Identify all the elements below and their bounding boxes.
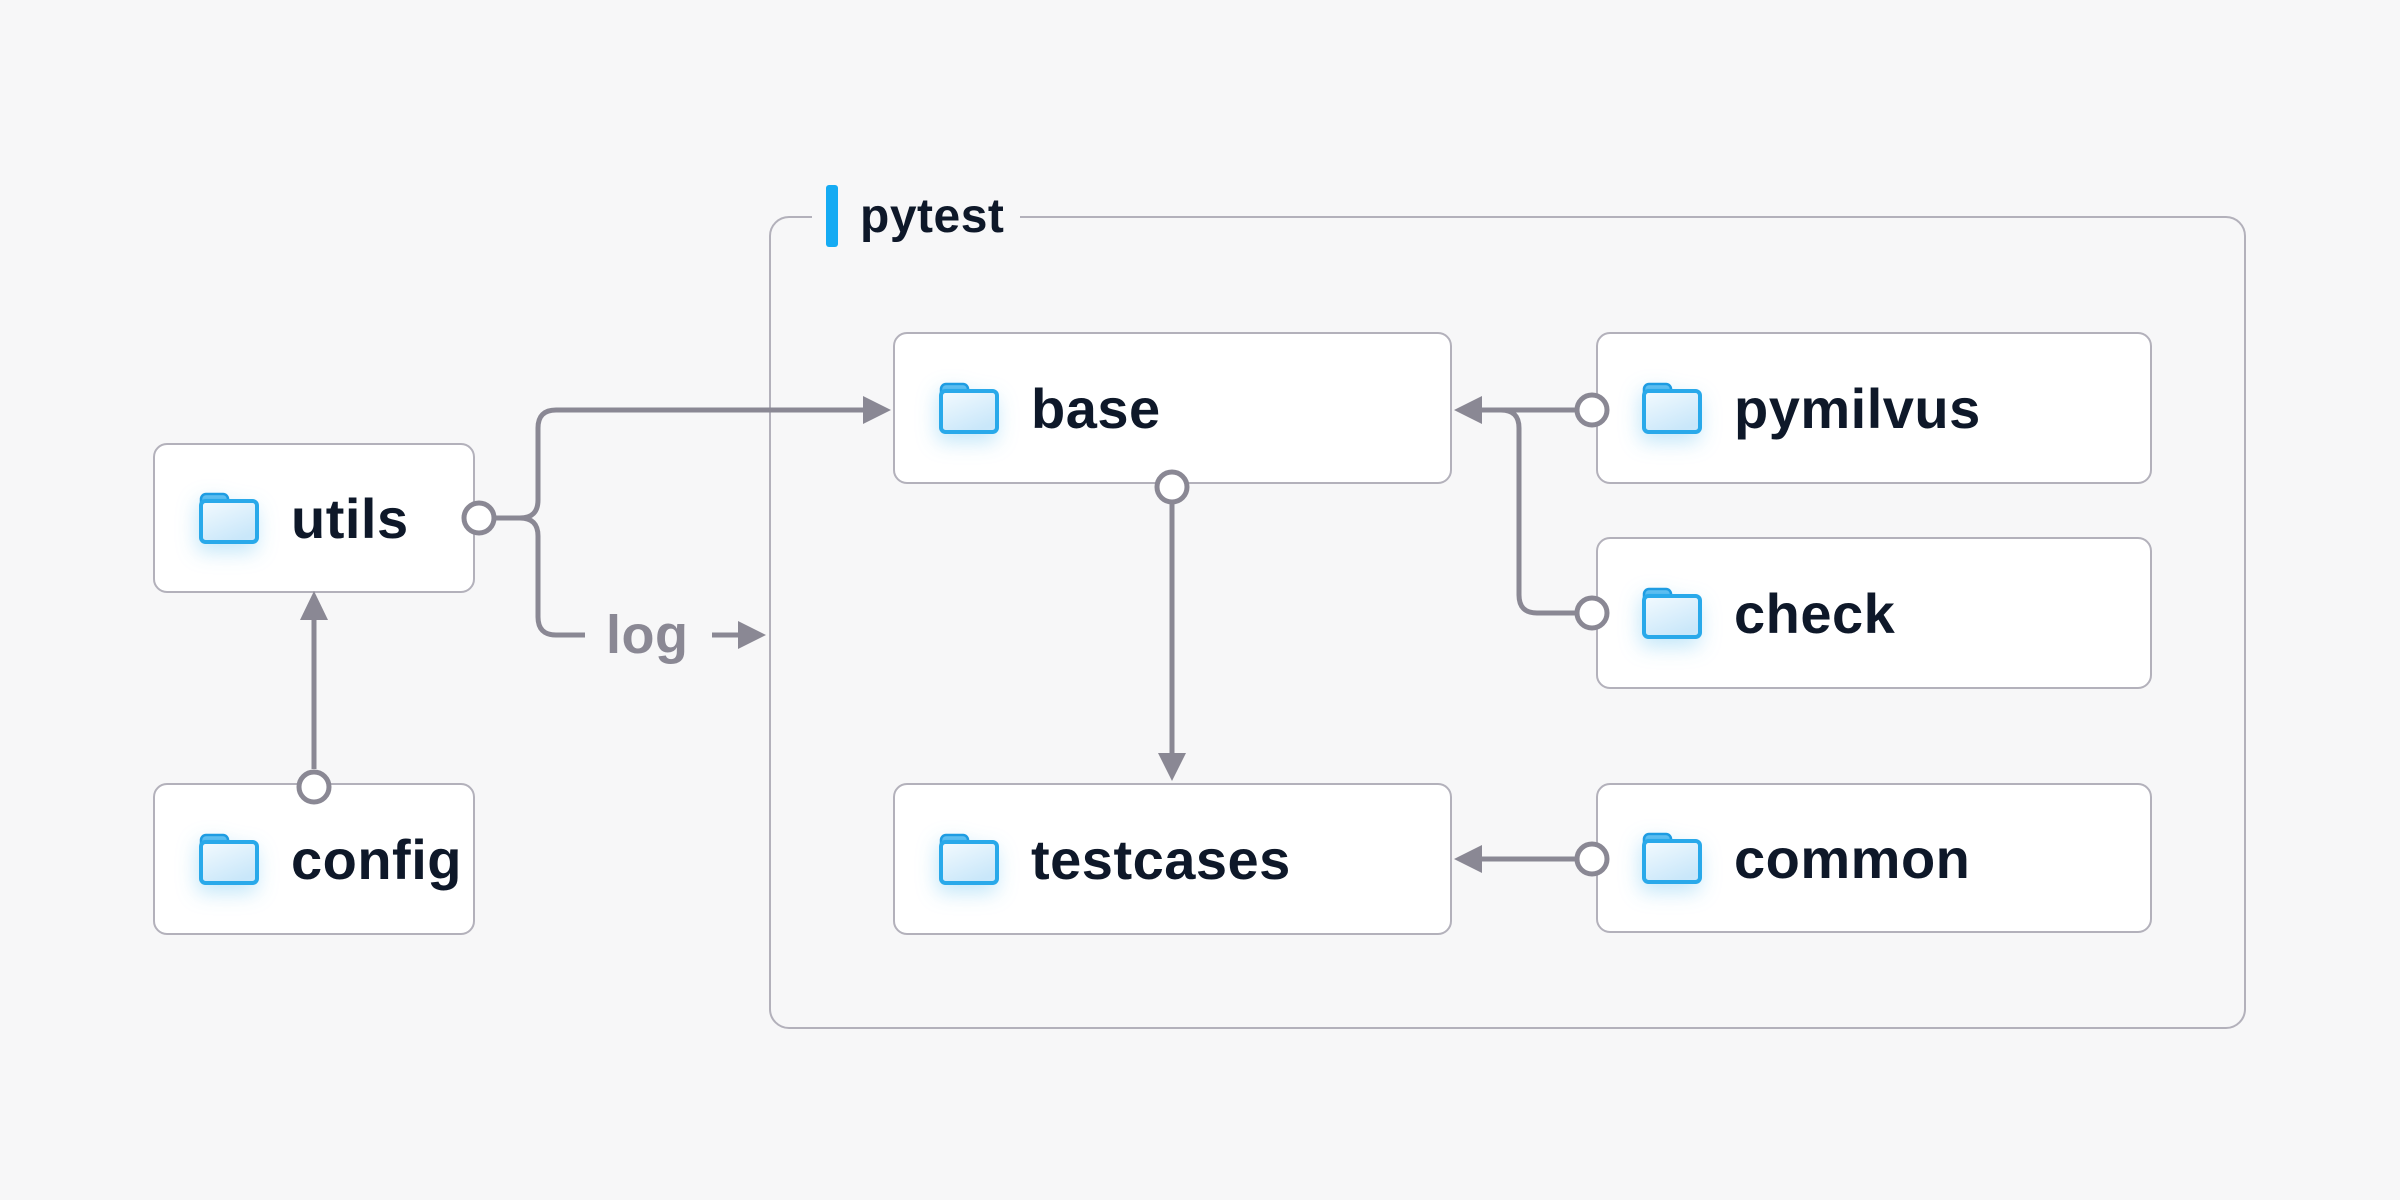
arrowhead-into-utils <box>300 591 328 620</box>
node-config: config <box>153 783 475 935</box>
node-base: base <box>893 332 1452 484</box>
folder-icon <box>937 381 1001 435</box>
arrowhead-log <box>738 621 766 649</box>
node-pymilvus: pymilvus <box>1596 332 2152 484</box>
pytest-group <box>769 216 2246 1029</box>
pytest-group-label: pytest <box>812 184 1021 248</box>
node-utils: utils <box>153 443 475 593</box>
folder-icon <box>1640 381 1704 435</box>
node-label: pymilvus <box>1734 376 1981 440</box>
pytest-group-title: pytest <box>860 189 1005 243</box>
node-common: common <box>1596 783 2152 933</box>
folder-icon <box>197 491 261 545</box>
node-label: utils <box>291 486 409 550</box>
node-label: common <box>1734 826 1971 890</box>
folder-icon <box>197 832 261 886</box>
node-label: base <box>1031 376 1161 440</box>
accent-bar <box>826 185 838 247</box>
edge-utils-log <box>519 515 585 638</box>
node-check: check <box>1596 537 2152 689</box>
folder-icon <box>937 832 1001 886</box>
node-label: testcases <box>1031 827 1291 891</box>
node-testcases: testcases <box>893 783 1452 935</box>
folder-icon <box>1640 831 1704 885</box>
edge-label-log: log <box>606 605 689 665</box>
node-label: check <box>1734 581 1896 645</box>
folder-icon <box>1640 586 1704 640</box>
node-label: config <box>291 827 462 891</box>
